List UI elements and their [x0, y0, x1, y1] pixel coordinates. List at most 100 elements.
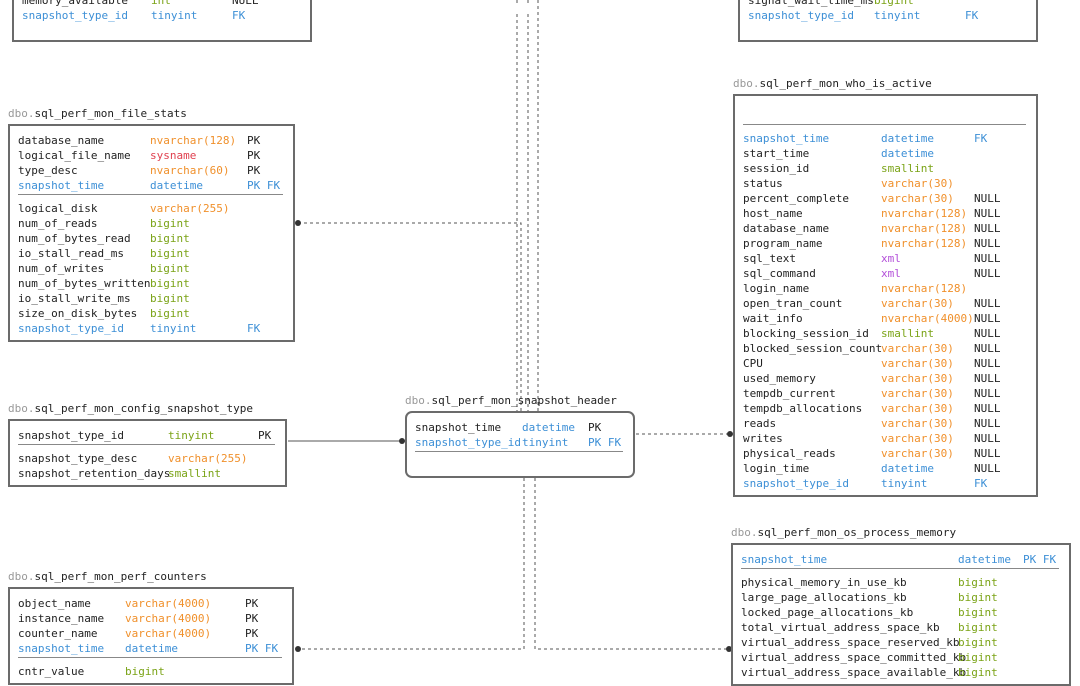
column-type: varchar(30): [881, 417, 954, 430]
table-title: dbo.sql_perf_mon_who_is_active: [733, 77, 932, 90]
column-name: sql_text: [743, 252, 796, 265]
column-row[interactable]: snapshot_type_desc varchar(255): [10, 451, 285, 466]
column-type: varchar(30): [881, 402, 954, 415]
column-name: snapshot_type_desc: [18, 452, 138, 465]
column-type: nvarchar(128): [881, 282, 968, 295]
column-type: varchar(4000): [125, 612, 212, 625]
column-type: bigint: [958, 666, 998, 679]
column-name: io_stall_read_ms: [18, 247, 124, 260]
column-type: varchar(30): [881, 447, 954, 460]
column-key: PK FK: [588, 436, 622, 449]
column-name: host_name: [743, 207, 803, 220]
column-name: snapshot_type_id: [415, 436, 521, 449]
column-key: NULL: [974, 192, 1001, 205]
column-type: tinyint: [881, 477, 928, 490]
table-name: sql_perf_mon_config_snapshot_type: [34, 402, 254, 415]
column-name: snapshot_time: [741, 553, 828, 566]
column-name: instance_name: [18, 612, 105, 625]
column-name: snapshot_type_id: [22, 9, 128, 22]
group-separator: [415, 451, 623, 452]
column-key: NULL: [974, 372, 1001, 385]
column-type: varchar(30): [881, 387, 954, 400]
column-type: varchar(255): [168, 452, 248, 465]
column-name: large_page_allocations_kb: [741, 591, 907, 604]
column-type: nvarchar(60): [150, 164, 230, 177]
column-name: percent_complete: [743, 192, 849, 205]
relationship-line-os-memory: [534, 478, 729, 650]
column-key: NULL: [974, 447, 1001, 460]
column-type: tinyint: [151, 9, 198, 22]
table-name: sql_perf_mon_file_stats: [34, 107, 187, 120]
column-key: PK: [588, 421, 602, 434]
relationship-endpoint: [295, 646, 301, 652]
column-name: memory_available: [22, 0, 128, 7]
